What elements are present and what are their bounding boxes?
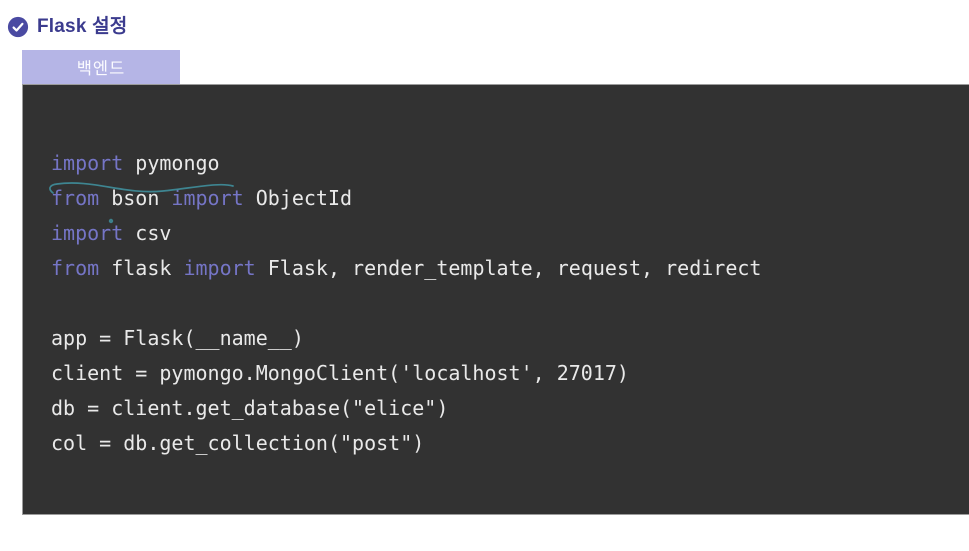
- code-line: app = Flask(__name__): [51, 321, 961, 356]
- code-line: import csv: [51, 216, 961, 251]
- code-keyword: from: [51, 186, 100, 210]
- code-keyword: import: [183, 256, 256, 280]
- check-circle-icon: [7, 16, 29, 38]
- code-text: client = pymongo.MongoClient('localhost'…: [51, 361, 629, 385]
- code-keyword: import: [51, 151, 124, 175]
- code-line: col = db.get_collection("post"): [51, 426, 961, 461]
- code-keyword: from: [51, 256, 100, 280]
- code-text: Flask, render_template, request, redirec…: [255, 256, 762, 280]
- code-line: from bson import ObjectId: [51, 181, 961, 216]
- code-line: import pymongo: [51, 146, 961, 181]
- code-text: bson: [99, 186, 172, 210]
- tab-backend-label: 백엔드: [76, 60, 126, 78]
- code-text: col = db.get_collection("post"): [51, 431, 425, 455]
- code-text: app = Flask(__name__): [51, 326, 304, 350]
- code-line: db = client.get_database("elice"): [51, 391, 961, 426]
- code-line: [51, 286, 961, 321]
- code-line: from flask import Flask, render_template…: [51, 251, 961, 286]
- code-text: flask: [99, 256, 184, 280]
- code-keyword: import: [171, 186, 244, 210]
- code-text: csv: [123, 221, 172, 245]
- header: Flask 설정: [7, 15, 127, 39]
- tab-backend[interactable]: 백엔드: [22, 50, 180, 84]
- code-line: client = pymongo.MongoClient('localhost'…: [51, 356, 961, 391]
- code-text: ObjectId: [243, 186, 353, 210]
- code-text: db = client.get_database("elice"): [51, 396, 449, 420]
- code-keyword: import: [51, 221, 124, 245]
- page-title: Flask 설정: [37, 16, 128, 37]
- code-text: pymongo: [123, 151, 220, 175]
